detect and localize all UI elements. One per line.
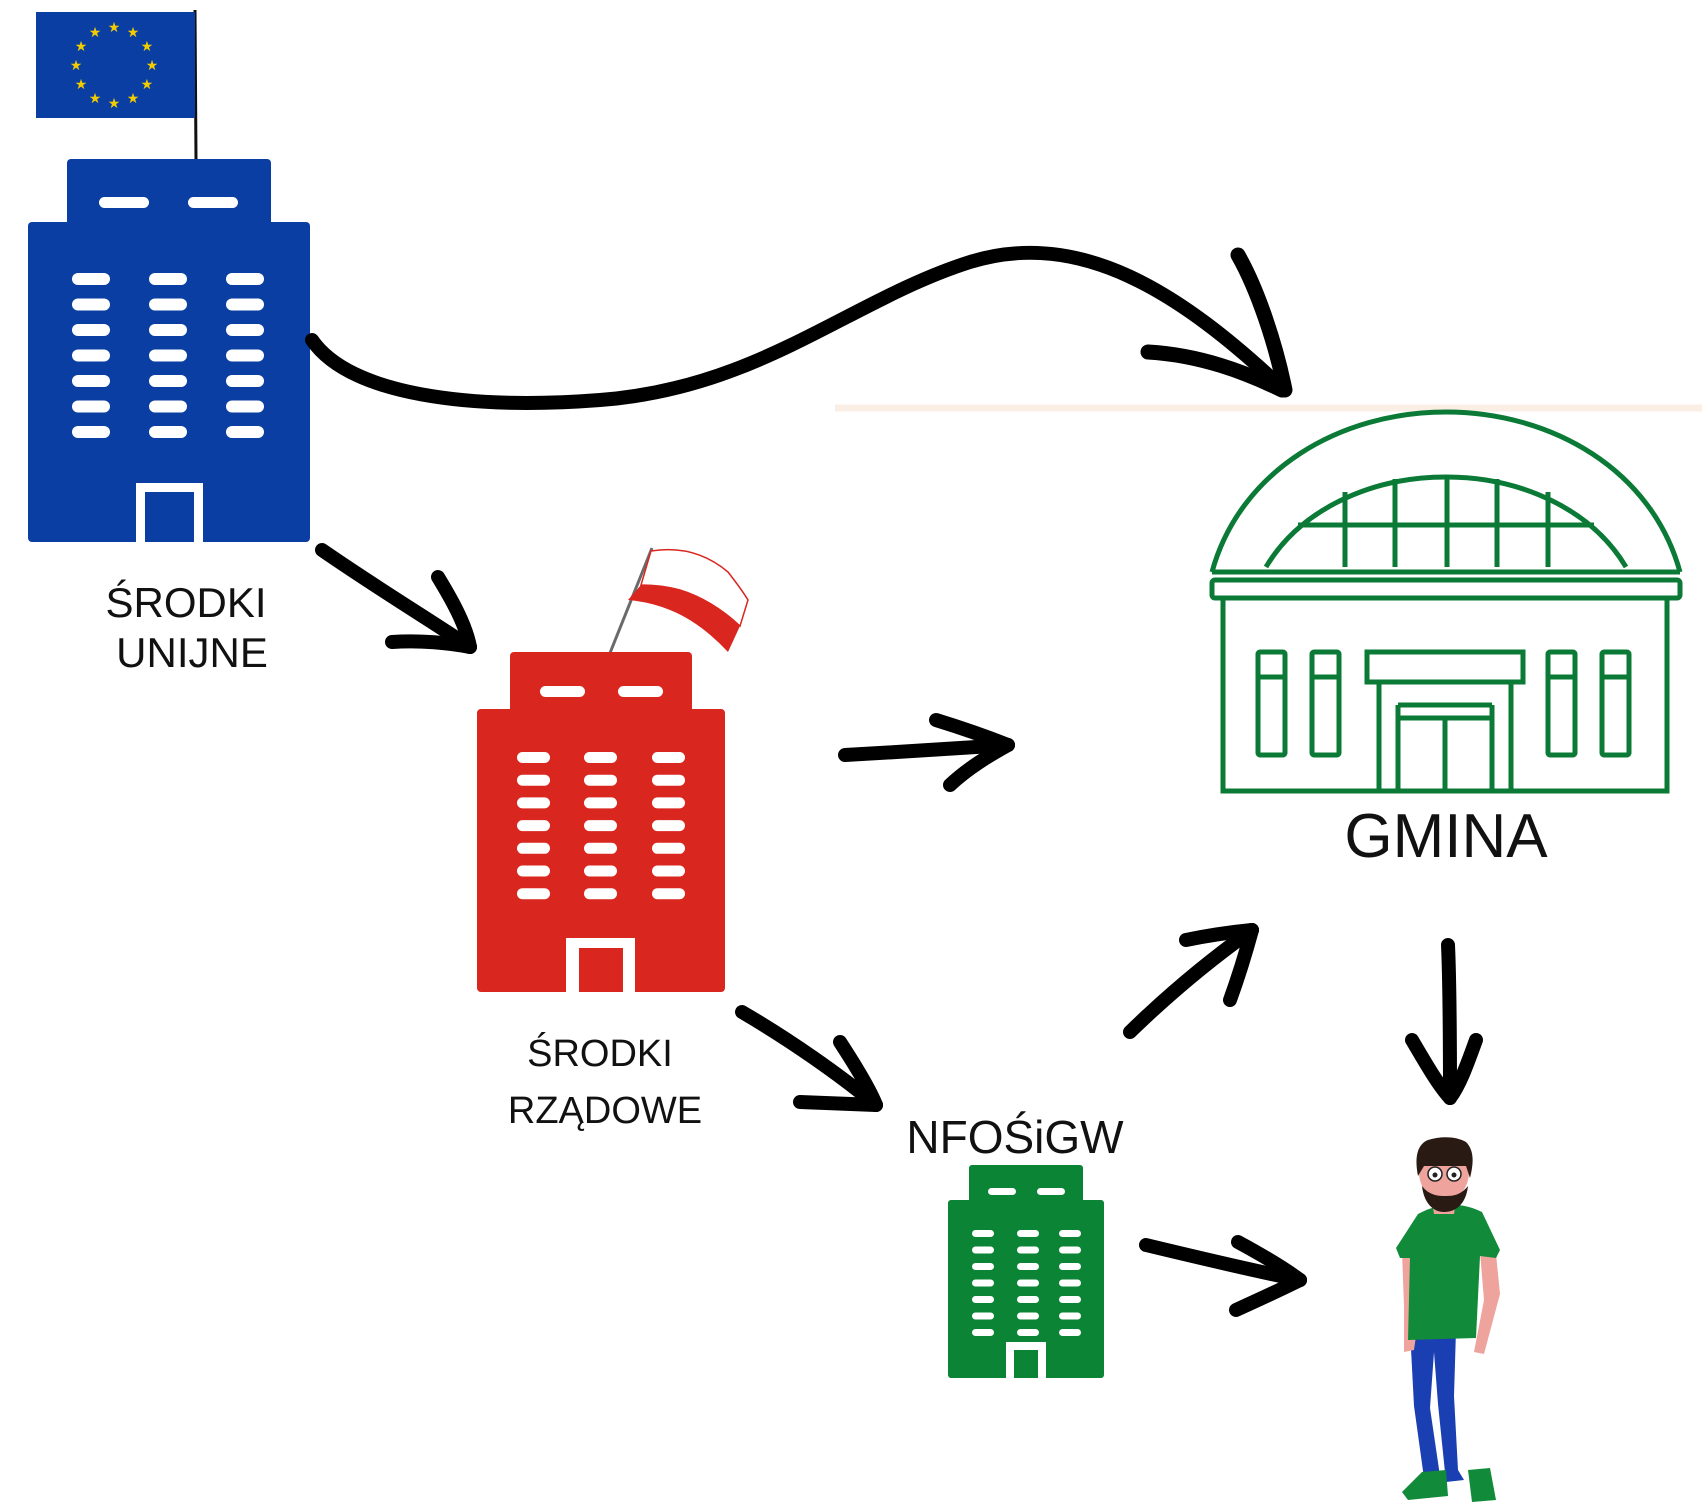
eu-star: ★	[108, 97, 121, 112]
window	[72, 273, 110, 285]
gov-funds-label: ŚRODKI RZĄDOWE	[495, 1026, 715, 1140]
window	[1059, 1246, 1081, 1254]
eu-star: ★	[127, 92, 140, 107]
window	[652, 797, 685, 809]
window	[149, 349, 187, 362]
eu-funds-label: ŚRODKI UNIJNE	[96, 578, 276, 677]
nfo-office-building-icon	[948, 1165, 1104, 1378]
window	[517, 752, 550, 763]
eu-star: ★	[108, 21, 121, 36]
window	[72, 426, 110, 438]
window	[149, 426, 187, 438]
nfosigw-label: NFOŚiGW	[906, 1111, 1124, 1163]
eu-star: ★	[127, 26, 140, 41]
window	[972, 1230, 994, 1237]
eu-flag-icon: ★★★★★★★★★★★★	[36, 9, 198, 161]
polish-flag-icon	[608, 547, 749, 654]
window	[584, 888, 617, 900]
window	[1059, 1312, 1081, 1320]
window	[584, 820, 617, 832]
window	[972, 1279, 994, 1287]
window	[1017, 1279, 1039, 1287]
eu-office-building-icon	[28, 159, 310, 542]
window	[1017, 1329, 1039, 1336]
window	[517, 842, 550, 854]
window	[72, 324, 110, 336]
window	[149, 273, 187, 285]
eu-funds-label-line2: UNIJNE	[116, 628, 268, 676]
window	[652, 842, 685, 854]
window	[149, 400, 187, 413]
window	[72, 375, 110, 387]
gov-funds-label-line2: RZĄDOWE	[507, 1090, 703, 1132]
window	[584, 842, 617, 854]
window	[972, 1263, 994, 1270]
window	[226, 273, 264, 285]
window	[652, 752, 685, 763]
window	[972, 1329, 994, 1336]
window	[226, 298, 264, 311]
window	[226, 349, 264, 362]
arrow-nfosigw-to-gmina	[1123, 923, 1259, 1039]
arrow-gov-to-nfosigw	[735, 1005, 883, 1112]
window	[1017, 1312, 1039, 1320]
window	[149, 324, 187, 336]
window	[584, 865, 617, 877]
window	[517, 820, 550, 832]
window	[1059, 1329, 1081, 1336]
eu-star: ★	[75, 40, 88, 55]
window	[1059, 1230, 1081, 1237]
eu-star: ★	[141, 78, 154, 93]
eu-star: ★	[141, 40, 154, 55]
window	[652, 774, 685, 786]
window	[72, 349, 110, 362]
arrow-gov-to-gmina	[838, 713, 1015, 792]
window	[652, 888, 685, 900]
person-icon	[1396, 1137, 1500, 1502]
gmina-label: GMINA	[1344, 802, 1548, 871]
eu-star: ★	[75, 78, 88, 93]
window	[226, 375, 264, 387]
window	[584, 774, 617, 786]
window	[517, 797, 550, 809]
window	[652, 820, 685, 832]
window	[584, 797, 617, 809]
window	[1017, 1246, 1039, 1254]
window	[1017, 1230, 1039, 1237]
window	[517, 774, 550, 786]
window	[1017, 1263, 1039, 1270]
window	[1017, 1296, 1039, 1303]
window	[972, 1246, 994, 1254]
window	[972, 1296, 994, 1303]
window	[1059, 1279, 1081, 1287]
window	[149, 298, 187, 311]
window	[1059, 1263, 1081, 1270]
window	[517, 865, 550, 877]
eu-star: ★	[89, 26, 102, 41]
window	[226, 324, 264, 336]
eu-funds-label-line1: ŚRODKI	[105, 579, 267, 626]
arrow-gmina-to-person	[1405, 938, 1483, 1105]
window	[149, 375, 187, 387]
window	[72, 400, 110, 413]
arrow-nfosigw-to-person	[1139, 1235, 1307, 1317]
window	[584, 752, 617, 763]
eu-star: ★	[146, 59, 159, 74]
arrow-eu-to-gov	[315, 543, 477, 654]
window	[1059, 1296, 1081, 1303]
eu-star: ★	[89, 92, 102, 107]
gov-office-building-icon	[477, 652, 725, 992]
town-hall-icon	[1209, 409, 1683, 794]
window	[72, 298, 110, 311]
gov-funds-label-line1: ŚRODKI	[527, 1033, 673, 1075]
window	[517, 888, 550, 900]
eu-star: ★	[70, 59, 83, 74]
arrow-eu-to-gmina	[305, 245, 1293, 410]
window	[226, 426, 264, 438]
window	[652, 865, 685, 877]
window	[226, 400, 264, 413]
window	[972, 1312, 994, 1320]
